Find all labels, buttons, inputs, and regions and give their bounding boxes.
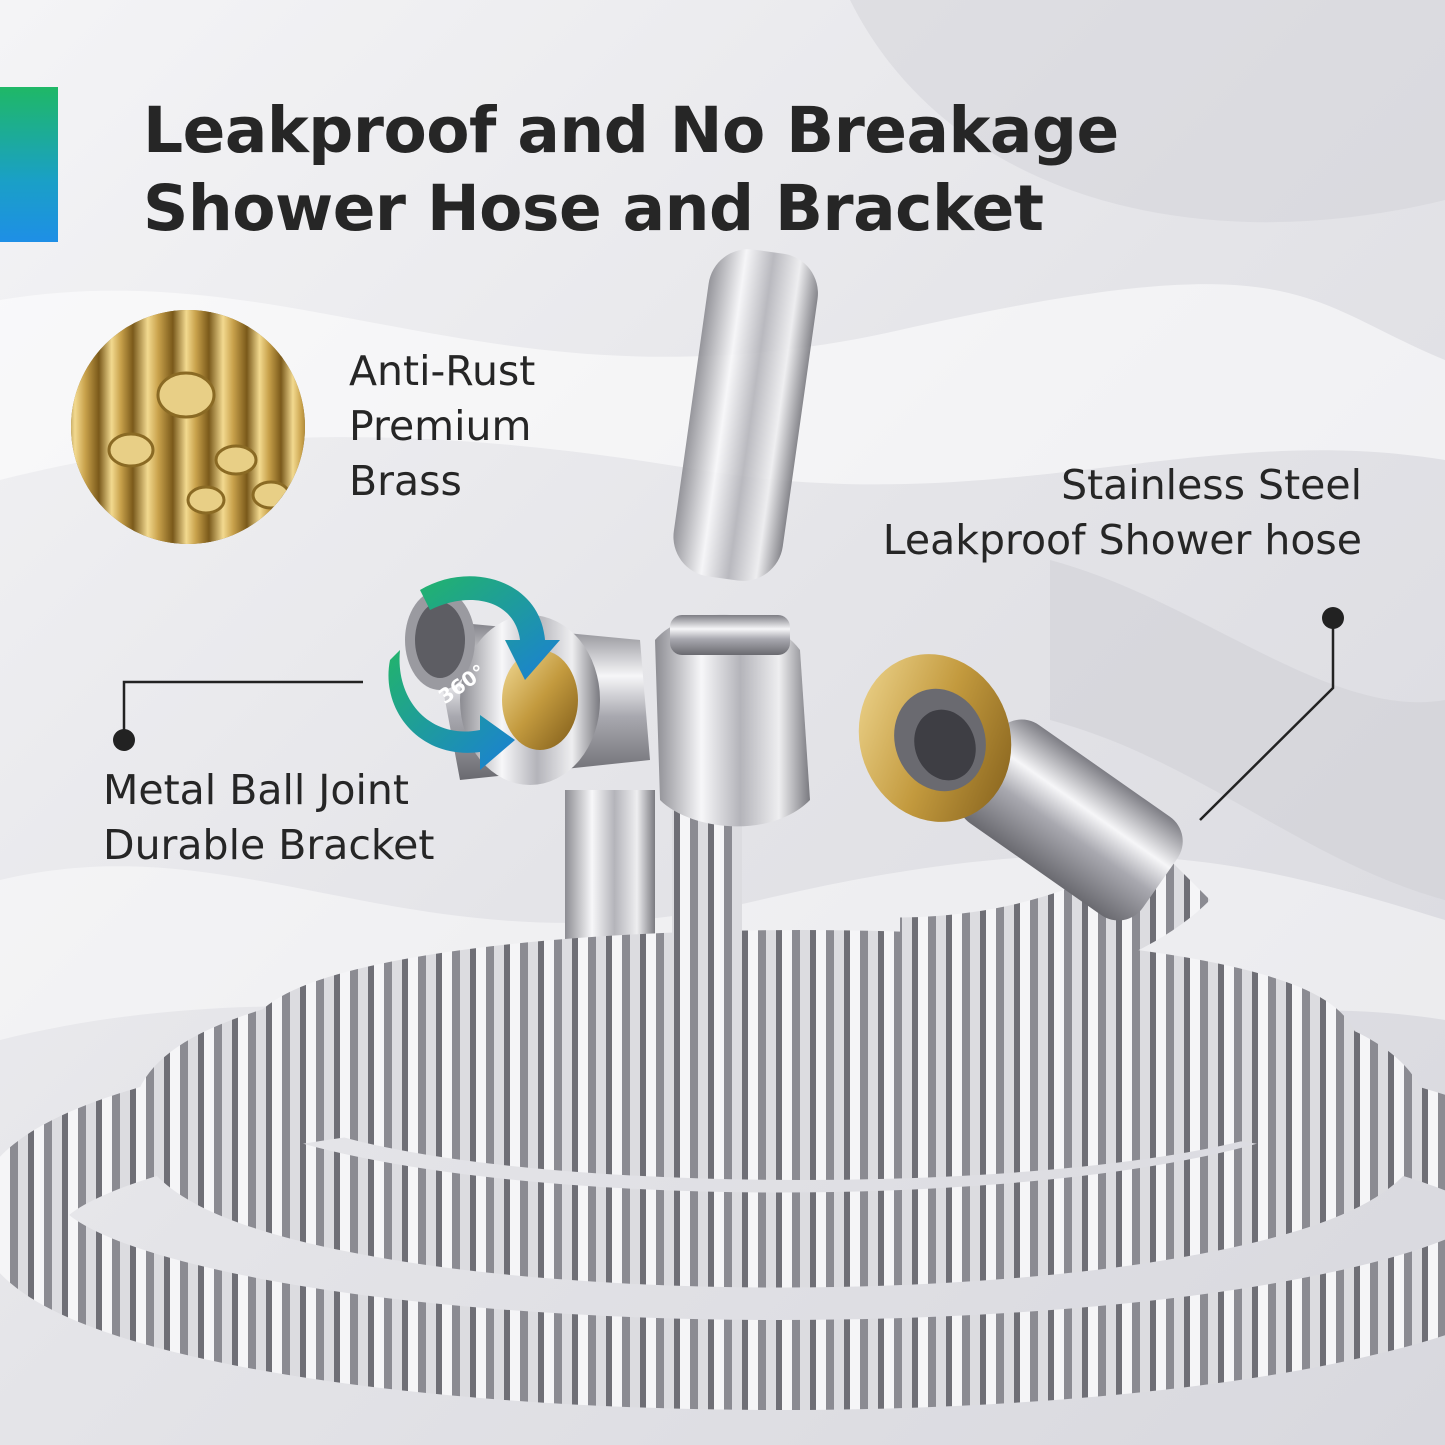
brass-callout: Anti-Rust Premium Brass	[349, 344, 535, 509]
hose-callout: Stainless Steel Leakproof Shower hose	[883, 458, 1362, 568]
joint-callout-line-2: Durable Bracket	[103, 821, 435, 869]
brass-rods-image	[71, 310, 305, 544]
accent-bar	[0, 87, 58, 242]
title-line-1: Leakproof and No Breakage	[143, 94, 1119, 167]
rotate-360-icon	[388, 576, 560, 770]
steel-hose-coil-image	[0, 838, 1445, 1410]
brass-callout-line-2: Premium	[349, 402, 532, 450]
hose-brass-fitting-image	[858, 654, 1183, 921]
page-title: Leakproof and No Breakage Shower Hose an…	[143, 92, 1119, 248]
hose-callout-line-1: Stainless Steel	[1061, 461, 1362, 509]
joint-callout-line-1: Metal Ball Joint	[103, 766, 409, 814]
brass-callout-line-3: Brass	[349, 457, 462, 505]
joint-callout: Metal Ball Joint Durable Bracket	[103, 763, 434, 873]
brass-callout-line-1: Anti-Rust	[349, 347, 536, 395]
title-line-2: Shower Hose and Bracket	[143, 172, 1044, 245]
hose-callout-line-2: Leakproof Shower hose	[882, 516, 1362, 564]
